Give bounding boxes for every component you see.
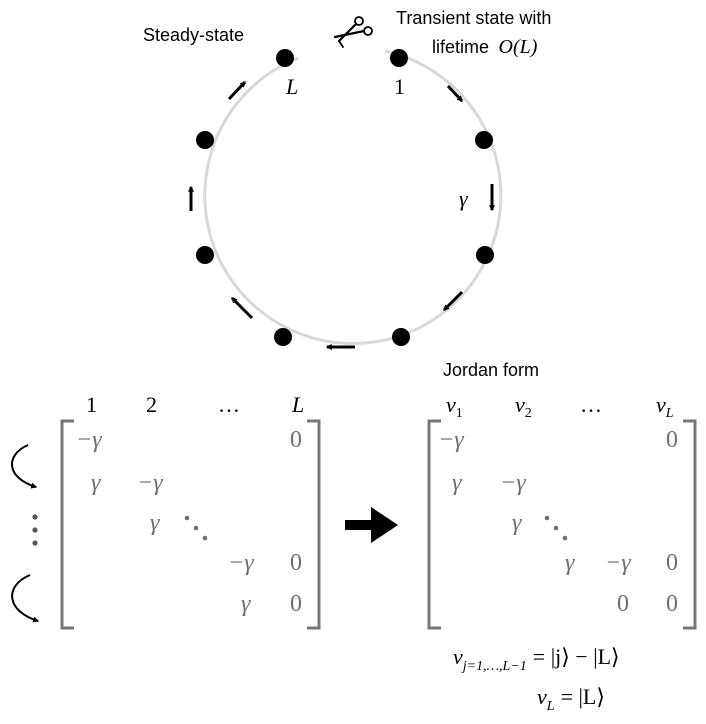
left-vertical-dots	[32, 514, 38, 546]
hopping-arrows	[188, 80, 495, 350]
left-matrix-bracket-left	[60, 419, 74, 630]
site-7	[196, 131, 214, 149]
right-diagonal-dots	[544, 515, 568, 541]
right-entry-r1cL: 0	[666, 427, 678, 453]
left-entry-r5cL: 0	[290, 591, 302, 617]
ring-diagram: Steady-state Transient state with lifeti…	[143, 8, 551, 350]
right-matrix-bracket-left	[427, 419, 441, 630]
left-entry-r2c2: −γ	[137, 470, 163, 496]
site-L	[276, 49, 294, 67]
equation-vj: vj=1,…,L−1= |j⟩ − |L⟩	[453, 644, 620, 674]
transform-arrow	[345, 507, 398, 543]
label-transient-line1: Transient state with	[396, 8, 551, 28]
label-steady-state: Steady-state	[143, 25, 244, 45]
left-entry-r1cL: 0	[290, 427, 302, 453]
arrow-1-to-2	[446, 84, 464, 103]
right-matrix-bracket-right	[683, 419, 697, 630]
right-entry-r5cL: 0	[666, 591, 678, 617]
ring-sites	[196, 49, 494, 346]
jordan-basis-equations: vj=1,…,L−1= |j⟩ − |L⟩ vL= |L⟩	[453, 644, 620, 714]
site-label-L: L	[285, 74, 298, 99]
left-entry-r5cLm1: γ	[241, 591, 251, 617]
left-col-header-L: L	[291, 392, 304, 417]
label-transient-order: O(L)	[499, 36, 538, 58]
right-entry-r4cLm2: γ	[565, 550, 575, 576]
right-col-header-v1: v1	[446, 392, 463, 421]
site-4	[392, 328, 410, 346]
left-entry-r4cLm1: −γ	[228, 550, 254, 576]
site-3	[476, 246, 494, 264]
scissors-icon	[333, 16, 373, 48]
right-entry-r2c2: −γ	[500, 470, 526, 496]
left-matrix-bracket-right	[307, 419, 321, 630]
right-entry-r2c1: γ	[452, 470, 462, 496]
left-matrix: 1 2 … L −γ 0 γ −γ γ −γ 0 γ 0	[11, 392, 321, 630]
ring-track	[203, 49, 503, 345]
arrow-7-to-L	[227, 80, 247, 101]
left-entry-r3c2: γ	[150, 510, 160, 536]
right-entry-r5cLm1: 0	[617, 591, 629, 617]
left-col-header-1: 1	[86, 392, 97, 417]
left-entry-r4cL: 0	[290, 550, 302, 576]
right-entry-r4cLm1: −γ	[605, 550, 631, 576]
site-label-1: 1	[394, 74, 405, 99]
left-curved-arrow-top	[11, 444, 38, 489]
left-col-header-dots: …	[218, 392, 240, 417]
site-2	[475, 131, 493, 149]
arrow-5-to-6	[230, 296, 254, 320]
site-6	[196, 246, 214, 264]
equation-vL: vL= |L⟩	[537, 684, 605, 714]
left-curved-arrow-bottom	[11, 574, 40, 623]
right-entry-r1c1: −γ	[438, 427, 464, 453]
arrow-3-to-4	[442, 290, 464, 312]
right-col-header-vL: vL	[656, 392, 674, 421]
site-5	[274, 328, 292, 346]
right-entry-r3c2: γ	[512, 510, 522, 536]
left-col-header-2: 2	[146, 392, 157, 417]
site-1	[390, 49, 408, 67]
right-col-header-v2: v2	[515, 392, 532, 421]
right-entry-r4cL: 0	[666, 550, 678, 576]
left-diagonal-dots	[184, 515, 208, 541]
label-transient-lifetime: lifetime	[432, 37, 489, 57]
label-transient-line2: lifetime O(L)	[432, 36, 538, 58]
left-entry-r2c1: γ	[91, 470, 101, 496]
right-col-header-dots: …	[580, 392, 602, 417]
left-entry-r1c1: −γ	[76, 427, 102, 453]
right-matrix: Jordan form v1 v2 … vL −γ 0 γ −γ γ γ −γ …	[427, 360, 697, 630]
rate-label-gamma: γ	[459, 186, 469, 211]
right-matrix-title: Jordan form	[443, 360, 539, 380]
